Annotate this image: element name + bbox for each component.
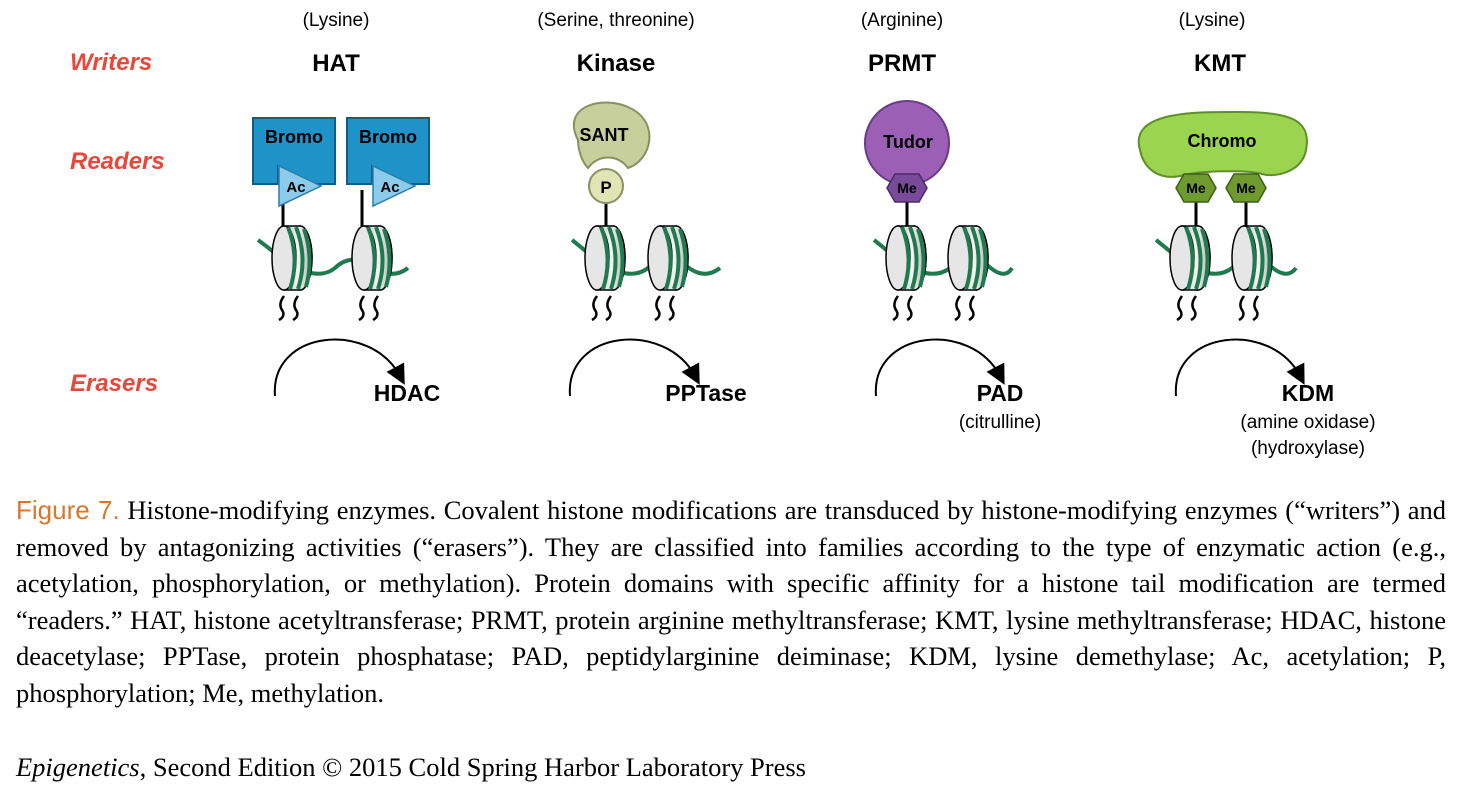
book-credit: Epigenetics, Second Edition © 2015 Cold … <box>16 752 806 783</box>
writer-prmt: PRMT <box>868 50 936 77</box>
eraser-note-kdm-hydroxylase: (hydroxylase) <box>1250 438 1366 459</box>
diagram-graphics: Bromo Bromo Ac Ac SANT P <box>252 100 1308 397</box>
reader-bromo-1: Bromo <box>265 127 323 147</box>
substrate-prmt: (Arginine) <box>860 10 944 31</box>
writer-kmt: KMT <box>1194 50 1246 77</box>
mark-ac-1: Ac <box>286 179 305 196</box>
reader-sant: SANT <box>580 125 629 145</box>
reader-chromo: Chromo <box>1188 131 1257 151</box>
caption-text: Histone-modifying enzymes. Covalent hist… <box>16 495 1446 708</box>
row-label-erasers: Erasers <box>70 370 159 397</box>
eraser-pptase: PPTase <box>665 380 747 406</box>
figure-label: Figure 7. <box>16 495 120 525</box>
mark-me-kmt-2: Me <box>1236 180 1256 196</box>
column-kmt-graphic: Chromo Me Me <box>1137 110 1308 397</box>
eraser-note-pad-citrulline: (citrulline) <box>958 412 1042 433</box>
mark-me-kmt-1: Me <box>1186 180 1206 196</box>
writer-kinase: Kinase <box>576 50 656 77</box>
eraser-note-kdm-amine-oxidase: (amine oxidase) <box>1240 412 1376 433</box>
column-kinase-graphic: SANT P <box>568 101 722 397</box>
figure-caption: Figure 7. Histone-modifying enzymes. Cov… <box>16 492 1446 711</box>
column-hat-graphic: Bromo Bromo Ac Ac <box>252 117 430 397</box>
eraser-hdac: HDAC <box>373 380 441 406</box>
book-title: Epigenetics <box>16 752 140 782</box>
mark-me-prmt: Me <box>897 180 917 196</box>
row-label-readers: Readers <box>70 148 165 175</box>
row-label-writers: Writers <box>70 49 153 76</box>
writer-hat: HAT <box>312 50 360 77</box>
substrate-hat: (Lysine) <box>302 10 370 31</box>
mark-ac-2: Ac <box>380 179 399 196</box>
histone-enzymes-diagram: Writers Readers Erasers (Lysine) HAT (Se… <box>70 10 1376 459</box>
mark-p: P <box>600 178 611 197</box>
column-prmt-graphic: Tudor Me <box>864 100 1014 397</box>
substrate-kinase: (Serine, threonine) <box>537 10 695 31</box>
credit-rest: , Second Edition © 2015 Cold Spring Harb… <box>139 752 806 782</box>
substrate-kmt: (Lysine) <box>1178 10 1246 31</box>
reader-tudor: Tudor <box>883 132 933 152</box>
reader-bromo-2: Bromo <box>359 127 417 147</box>
